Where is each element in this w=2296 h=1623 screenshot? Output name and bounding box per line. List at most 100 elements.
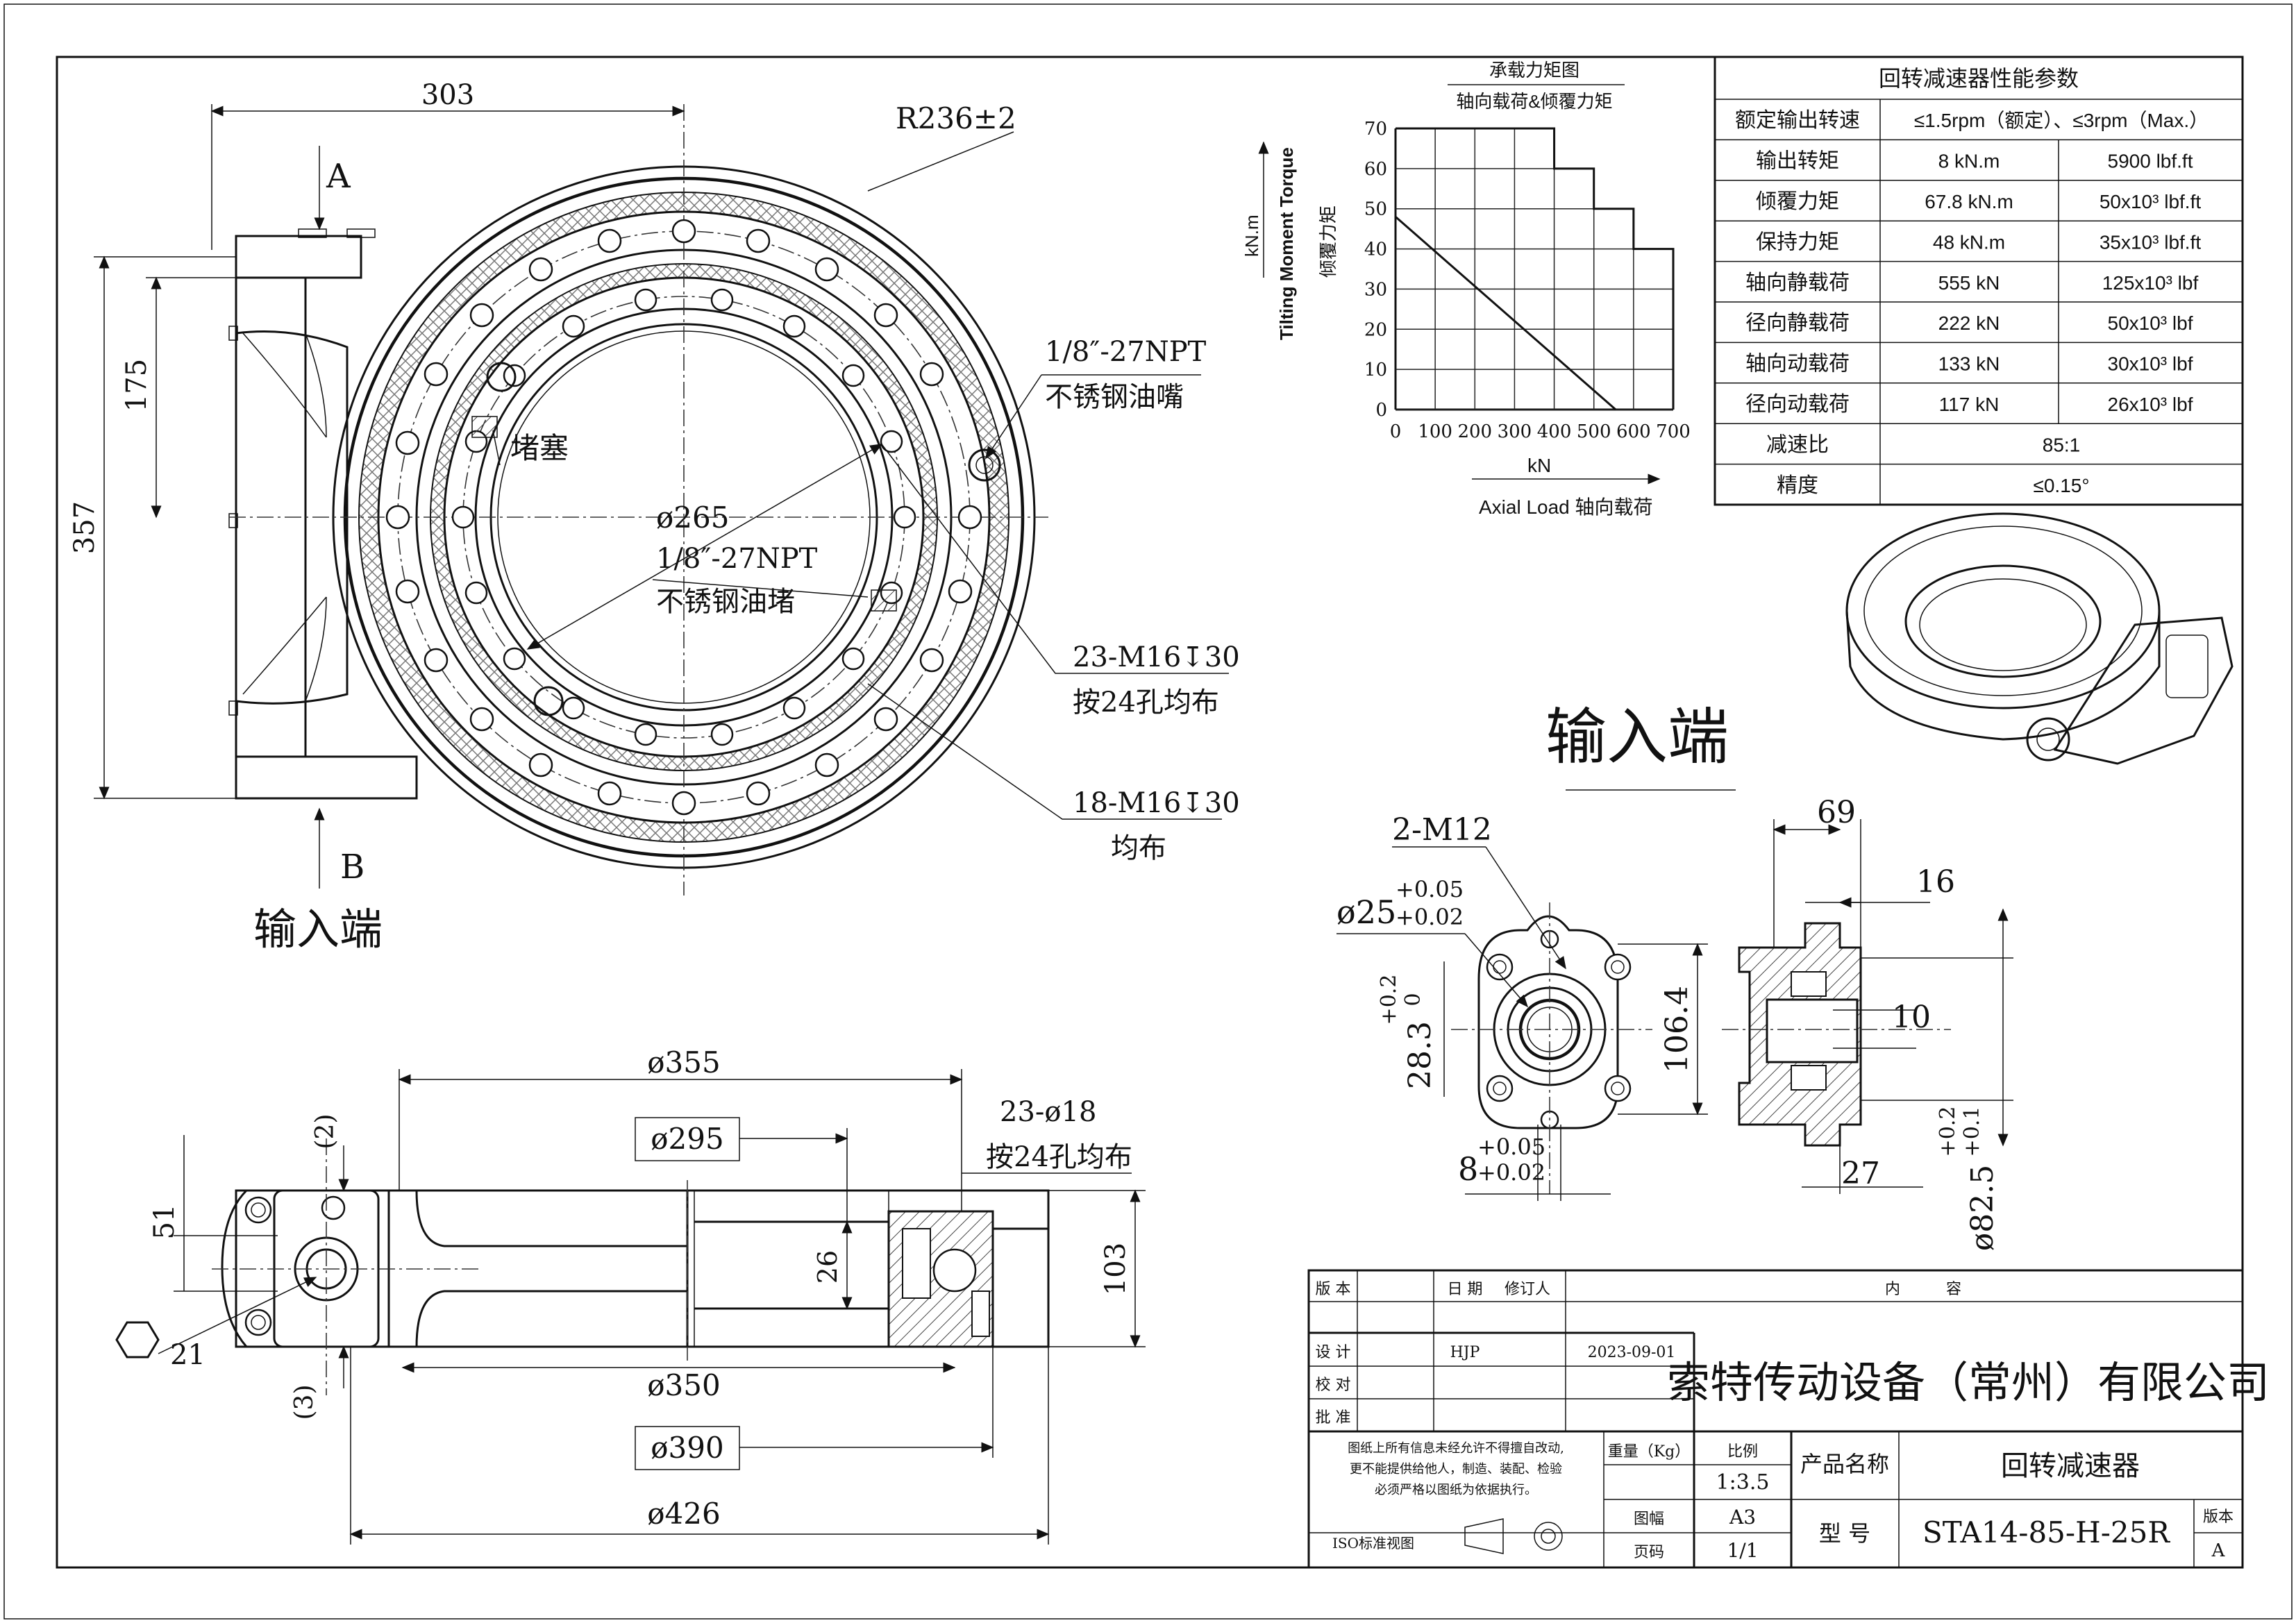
chart-x-tick-label: 700: [1656, 421, 1691, 442]
spec-row-label: 额定输出转速: [1735, 109, 1860, 132]
chart-x-tick-label: 600: [1616, 421, 1651, 442]
tb-approve: 批 准: [1316, 1409, 1351, 1427]
front-view: 303 R236±2 A B 175 357 1/8″-27NPT 不锈钢油嘴 …: [69, 79, 1240, 955]
key-8-tol-lower: +0.02: [1477, 1159, 1545, 1186]
tb-product-name: 回转减速器: [2001, 1450, 2140, 1482]
tb-rev: A: [2211, 1540, 2226, 1561]
key-8-tol-upper: +0.05: [1477, 1134, 1545, 1160]
chart-y-tick-label: 50: [1364, 199, 1387, 220]
key-28-tol-upper: +0.2: [1377, 975, 1401, 1025]
spec-value-metric: 67.8 kN.m: [1925, 191, 2013, 212]
dim-27: 27: [1841, 1156, 1880, 1191]
holes-18-m16-line1: 18-M16↧30: [1073, 787, 1240, 819]
npt2-line1: 1/8″-27NPT: [656, 543, 818, 575]
dim-357: 357: [69, 501, 101, 554]
holes-23-m16-line1: 23-M16↧30: [1073, 641, 1240, 673]
chart-y-unit: kN.m: [1241, 215, 1262, 257]
bore-dia-25: ø25: [1336, 893, 1396, 931]
spec-row-label: 径向动载荷: [1745, 393, 1850, 416]
chart-x-tick-label: 400: [1537, 421, 1572, 442]
thread-2m12: 2-M12: [1392, 812, 1492, 848]
dim-69: 69: [1817, 795, 1856, 830]
input-end-view: 输入端 2-M12 ø25 +0.05 +0.02 28.3 +0.2 0 10…: [1336, 701, 2013, 1251]
plug-label: 堵塞: [510, 431, 569, 465]
tb-check: 校 对: [1316, 1377, 1351, 1394]
tb-design: 设 计: [1316, 1344, 1351, 1361]
tb-rev-hdr: 版本: [2203, 1508, 2234, 1526]
dia-426: ø426: [647, 1497, 720, 1531]
spec-value-imperial: 5900 lbf.ft: [2108, 151, 2193, 172]
tb-notice-1: 图纸上所有信息未经允许不得擅自改动,: [1348, 1441, 1564, 1456]
outer-bolt-holes: [385, 219, 982, 816]
tb-iso-view: ISO标准视图: [1332, 1535, 1414, 1551]
dia-82-5-tol-upper: +0.2: [1936, 1107, 1960, 1157]
chart-x-unit: kN: [1527, 455, 1551, 476]
spec-value-imperial: 125x10³ lbf: [2102, 272, 2199, 294]
dia-295: ø295: [651, 1122, 723, 1156]
radius-label: R236±2: [896, 101, 1016, 135]
tb-designer: HJP: [1450, 1344, 1480, 1361]
spec-value-metric: 48 kN.m: [1933, 231, 2005, 253]
spec-value-metric: 117 kN: [1939, 394, 2000, 415]
holes-23-dia18-line1: 23-ø18: [1000, 1096, 1096, 1128]
tb-scale: 1:3.5: [1716, 1470, 1770, 1495]
dim-26: 26: [812, 1250, 843, 1284]
tb-scale-hdr: 比例: [1727, 1443, 1758, 1461]
section-b-label: B: [340, 848, 364, 886]
tb-date-hdr: 日 期: [1448, 1281, 1483, 1298]
dim-2: (2): [311, 1114, 340, 1150]
chart-y-tick-label: 20: [1364, 319, 1387, 340]
chart-x-tick-label: 500: [1577, 421, 1611, 442]
tb-product-name-hdr: 产品名称: [1800, 1451, 1889, 1477]
spec-value-imperial: 35x10³ lbf.ft: [2100, 231, 2202, 253]
dia-355: ø355: [647, 1045, 720, 1079]
tb-version-hdr: 版 本: [1316, 1281, 1351, 1298]
dim-10: 10: [1892, 1000, 1931, 1035]
dia-82-5-tol-lower: +0.1: [1960, 1107, 1984, 1157]
chart-x-tick-label: 0: [1390, 421, 1402, 442]
spec-row-label: 输出转矩: [1756, 150, 1839, 173]
bore-tol-upper: +0.05: [1396, 876, 1464, 902]
dim-303: 303: [421, 79, 474, 111]
dim-103: 103: [1100, 1243, 1132, 1295]
chart-x-tick-label: 100: [1418, 421, 1452, 442]
key-28-tol-lower: 0: [1401, 993, 1425, 1006]
dim-51: 51: [149, 1204, 181, 1240]
spec-row-label: 径向静载荷: [1745, 312, 1850, 335]
spec-row-label: 减速比: [1766, 433, 1829, 456]
spec-value: ≤1.5rpm（额定）、≤3rpm（Max.）: [1914, 110, 2209, 131]
spec-row-label: 精度: [1777, 474, 1818, 497]
chart-y-tick-label: 10: [1364, 360, 1387, 380]
chart-y-tick-label: 70: [1364, 119, 1387, 140]
holes-18-m16-line2: 均布: [1111, 832, 1166, 864]
tb-page-hdr: 页码: [1634, 1544, 1664, 1561]
hex-key-icon: [115, 1321, 160, 1359]
section-a-label: A: [326, 157, 351, 196]
dim-3: (3): [290, 1385, 319, 1420]
spec-value-metric: 222 kN: [1938, 312, 2000, 334]
iso-circle-icon: [1534, 1522, 1563, 1551]
chart-y-tick-label: 0: [1375, 400, 1387, 421]
tb-model-hdr: 型 号: [1819, 1520, 1870, 1547]
chart-title: 承载力矩图: [1489, 60, 1579, 81]
section-view: ø355 ø295 23-ø18 按24孔均布 (2) (3) 51 21 26…: [115, 1045, 1146, 1545]
iso-illustration: [1845, 512, 2234, 765]
tb-sheet-size: A3: [1729, 1506, 1756, 1529]
grease-nipple-icon: [968, 448, 1001, 482]
key-28-3: 28.3: [1402, 1021, 1438, 1089]
spec-table: 回转减速器性能参数 额定输出转速≤1.5rpm（额定）、≤3rpm（Max.）输…: [1713, 56, 2244, 506]
tb-reviser-hdr: 修订人: [1505, 1281, 1550, 1298]
width-106-4: 106.4: [1659, 986, 1695, 1073]
chart-subtitle: 轴向载荷&倾覆力矩: [1456, 91, 1612, 112]
chart-y-tick-label: 30: [1364, 279, 1387, 300]
dim-21: 21: [170, 1339, 206, 1371]
tb-notice-3: 必须严格以图纸为依据执行。: [1375, 1483, 1537, 1497]
sheet-inner-frame: [56, 56, 2244, 1569]
chart-y-tick-label: 40: [1364, 239, 1387, 260]
dim-16: 16: [1916, 864, 1955, 900]
chart-series-line: [1395, 216, 1617, 411]
